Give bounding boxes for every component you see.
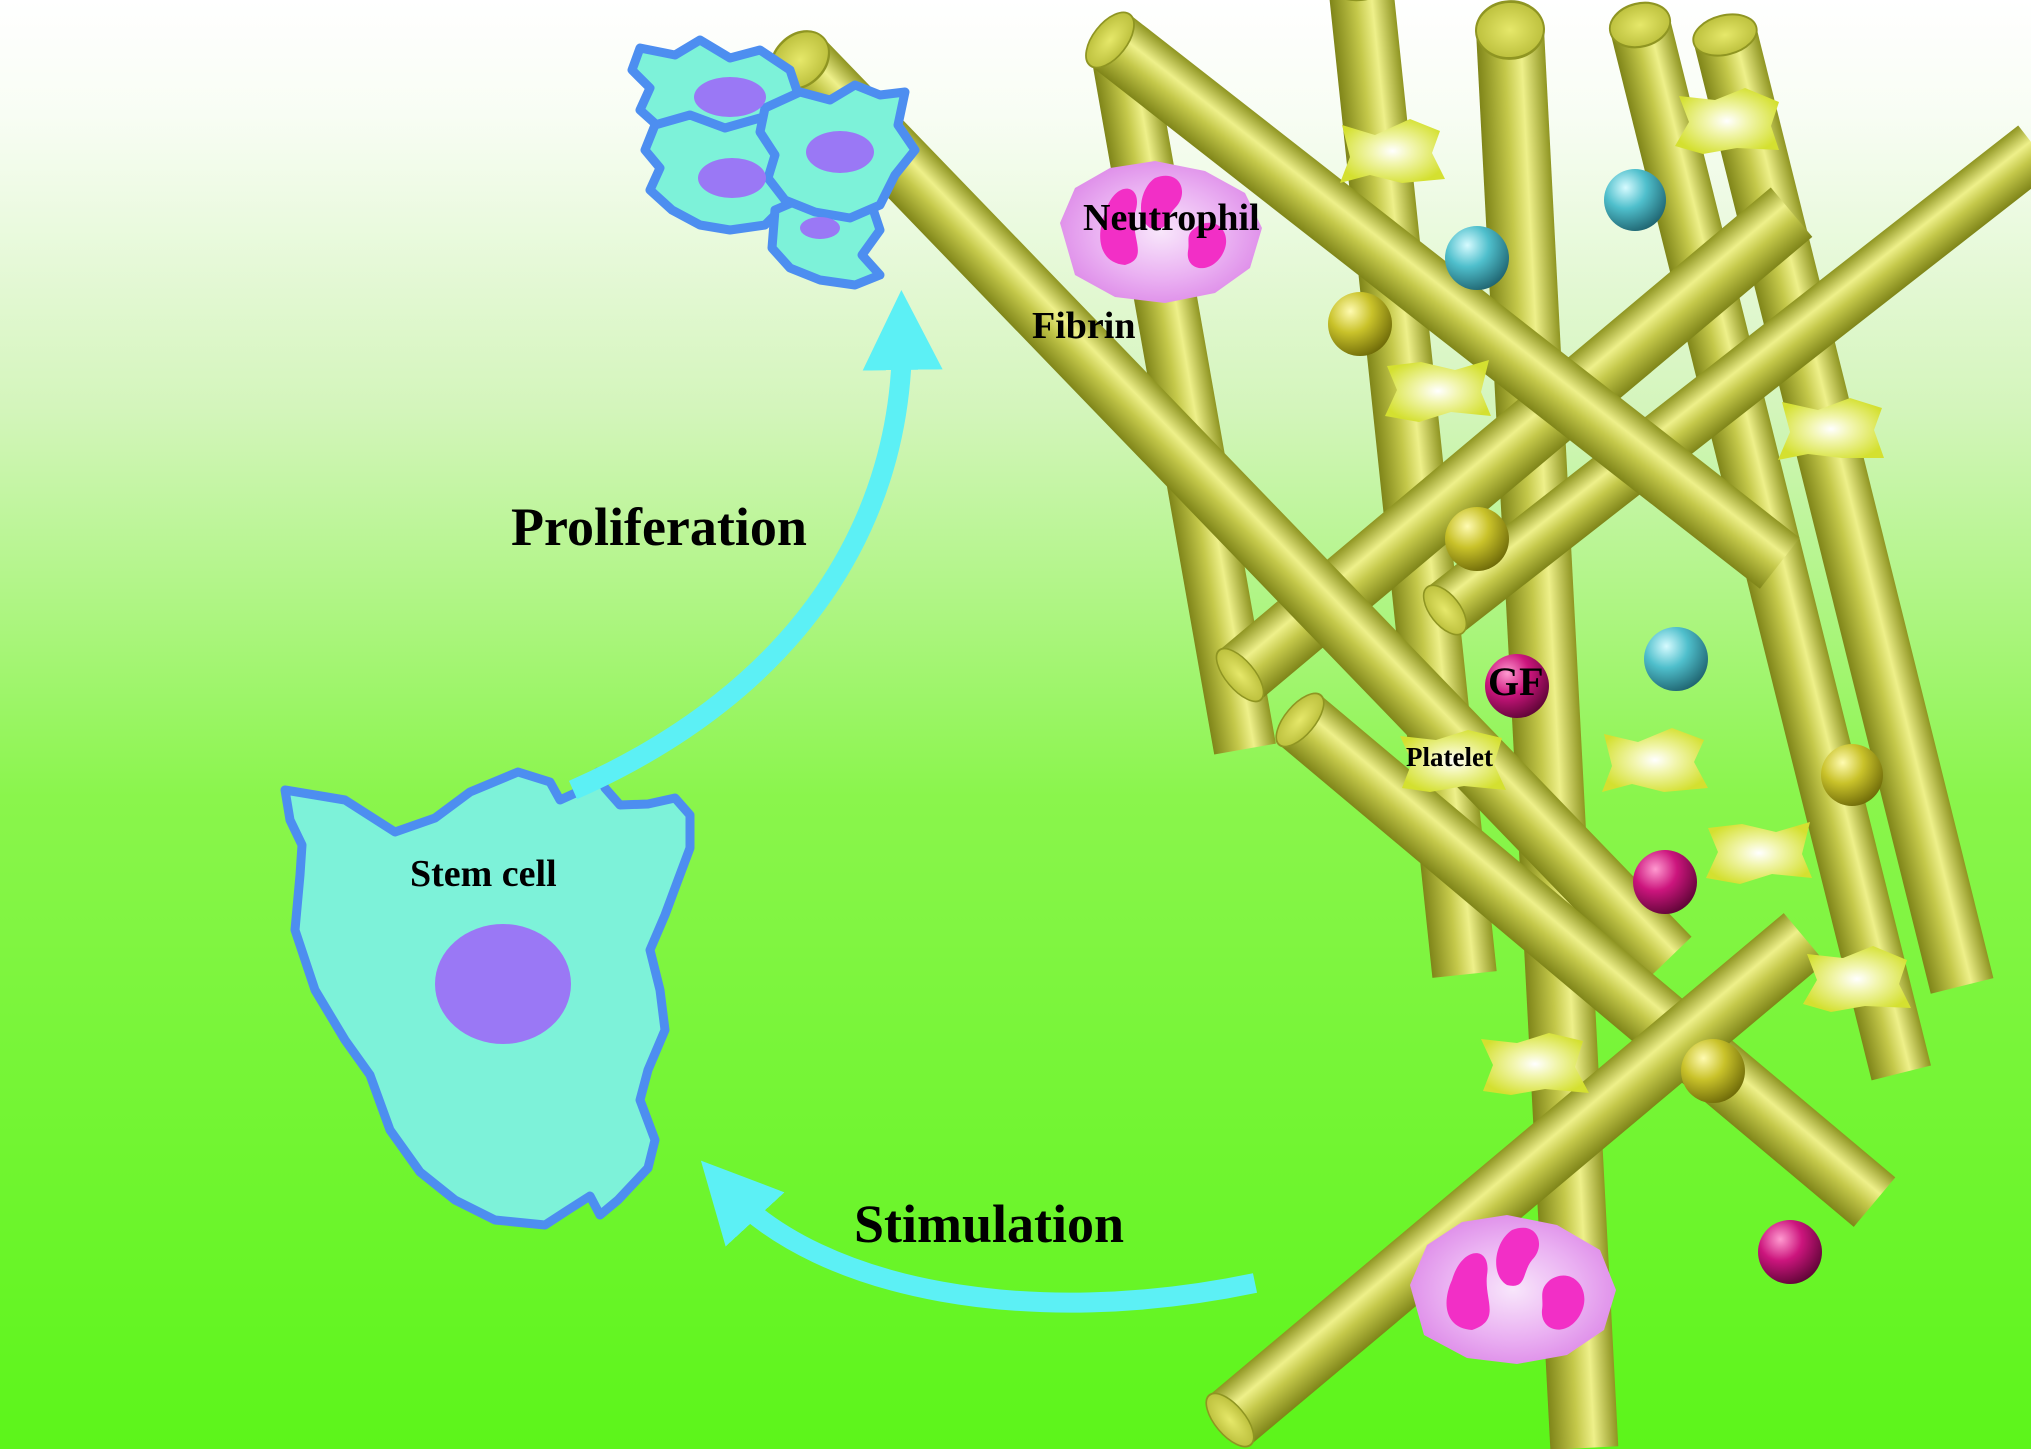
neutrophil-label: Neutrophil <box>1083 197 1260 239</box>
platelet-label: Platelet <box>1406 742 1493 772</box>
platelet <box>1675 88 1779 154</box>
sphere-magenta <box>1633 850 1697 914</box>
nucleus <box>435 924 571 1044</box>
platelet <box>1706 822 1812 884</box>
sphere-yellow <box>1328 292 1392 356</box>
fibrin-label: Fibrin <box>1032 305 1135 347</box>
nucleus <box>806 131 874 173</box>
sphere-yellow <box>1821 744 1883 806</box>
sphere-yellow <box>1445 507 1509 571</box>
platelet <box>1778 398 1884 460</box>
platelet <box>1385 360 1491 422</box>
platelet <box>1602 728 1708 792</box>
nucleus <box>698 158 766 198</box>
sphere-yellow <box>1681 1039 1745 1103</box>
proliferation-label: Proliferation <box>511 497 807 557</box>
gf-label: GF <box>1488 659 1544 704</box>
nucleus <box>800 217 840 239</box>
sphere-cyan <box>1445 226 1509 290</box>
stem-cell-label: Stem cell <box>410 853 557 895</box>
platelet <box>1481 1033 1589 1095</box>
stimulation-label: Stimulation <box>854 1194 1124 1254</box>
sphere-cyan <box>1644 627 1708 691</box>
platelet <box>1803 946 1911 1012</box>
nucleus <box>694 77 766 117</box>
sphere-magenta <box>1758 1220 1822 1284</box>
sphere-cyan <box>1604 169 1666 231</box>
